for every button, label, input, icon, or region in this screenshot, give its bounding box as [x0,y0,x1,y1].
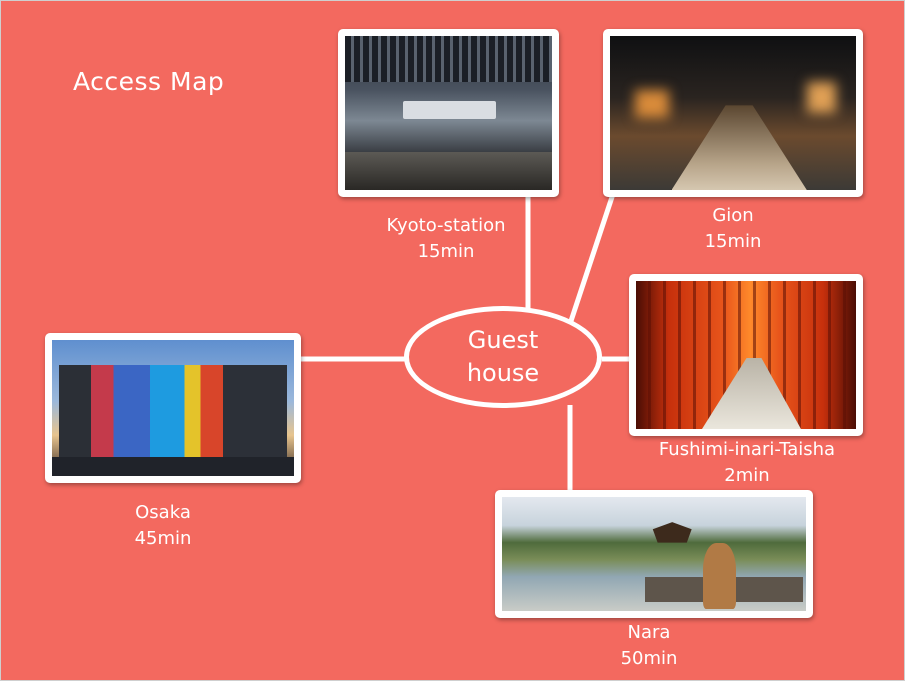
osaka-label: Osaka 45min [113,500,213,552]
kyoto-station-image [345,36,552,190]
fushimi-inari-taisha-time: 2min [724,465,770,486]
connector-gion [568,193,616,322]
gion-name: Gion [712,205,754,226]
kyoto-station-label: Kyoto-station 15min [371,213,521,265]
nara-photo [495,490,813,618]
gion-photo [603,29,863,197]
osaka-name: Osaka [135,502,191,523]
fushimi-inari-taisha-name: Fushimi-inari-Taisha [658,439,836,460]
fushimi-inari-taisha-image [636,281,856,429]
guest-house-line-2: house [466,359,540,387]
osaka-time: 45min [134,528,192,549]
fushimi-inari-taisha-label: Fushimi-inari-Taisha 2min [641,437,853,489]
gion-image [610,36,856,190]
gion-label: Gion 15min [681,203,785,255]
page-title: Access Map [73,67,225,96]
fushimi-inari-taisha-photo [629,274,863,436]
kyoto-station-time: 15min [417,241,475,262]
nara-time: 50min [620,648,678,669]
kyoto-station-photo [338,29,559,197]
nara-name: Nara [627,622,671,643]
osaka-photo [45,333,301,483]
osaka-image [52,340,294,476]
nara-label: Nara 50min [597,620,701,672]
kyoto-station-name: Kyoto-station [386,215,506,236]
guest-house-line-1: Guest [467,326,539,354]
guest-house-node: Guest house [404,306,602,408]
gion-time: 15min [704,231,762,252]
nara-image [502,497,806,611]
